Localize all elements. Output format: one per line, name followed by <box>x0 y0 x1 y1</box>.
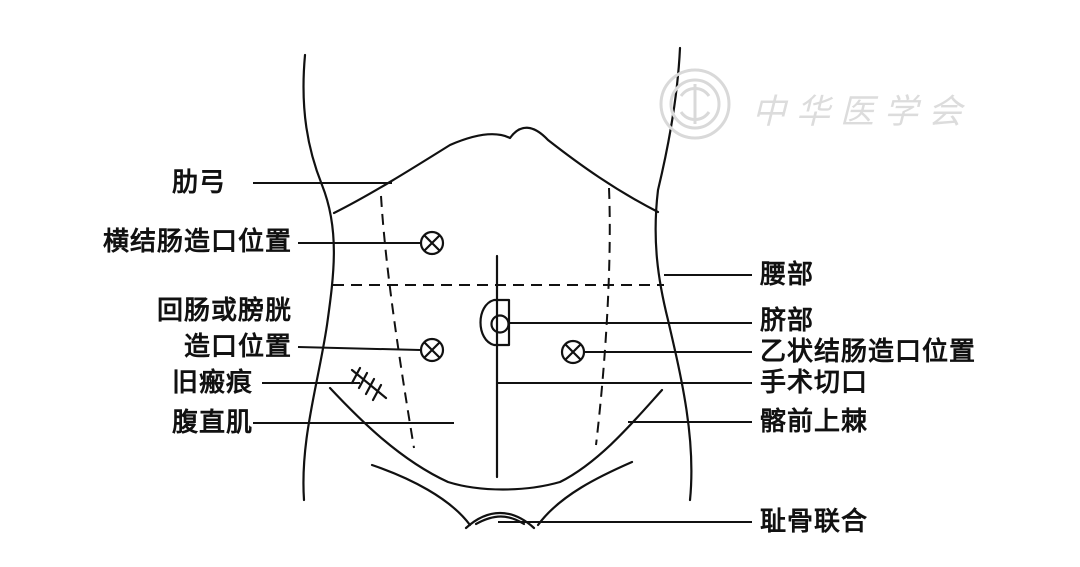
rectus-border-left-dashed <box>380 195 415 449</box>
old-scar-hatches <box>350 366 383 402</box>
watermark-text: 中华医学会 <box>752 92 972 132</box>
label-transverse-colostomy-site: 横结肠造口位置 <box>102 227 292 257</box>
label-costal-arch: 肋弓 <box>172 168 227 198</box>
label-sigmoid-colostomy-site: 乙状结肠造口位置 <box>760 337 977 367</box>
pubic-arc-outer <box>464 511 536 530</box>
label-anterior-superior-iliac-spine: 髂前上棘 <box>760 407 869 437</box>
label-umbilicus: 脐部 <box>760 306 815 336</box>
leader-ileostomy <box>297 346 421 351</box>
transverse-colostomy-marker-icon <box>419 230 445 256</box>
groin-fold-left <box>370 463 472 527</box>
body-left-outline <box>302 53 335 502</box>
ileostomy-marker-icon <box>419 337 445 363</box>
label-old-scar: 旧瘢痕 <box>172 368 254 398</box>
label-ileostomy-line1: 回肠或膀胱 <box>156 296 292 326</box>
label-ileostomy-line2: 造口位置 <box>183 332 292 362</box>
umbilicus-marker-icon <box>490 314 510 334</box>
watermark-seal-icon <box>659 68 731 140</box>
label-rectus-abdominis: 腹直肌 <box>172 408 254 438</box>
groin-fold-right <box>536 460 634 527</box>
costal-arch-outline <box>332 126 660 215</box>
umbilicus-outline <box>479 298 511 347</box>
sigmoid-colostomy-marker-icon <box>560 339 586 365</box>
rectus-border-right-dashed <box>595 187 611 446</box>
label-surgical-incision: 手术切口 <box>760 368 869 398</box>
label-pubic-symphysis: 耻骨联合 <box>760 507 869 537</box>
label-waist: 腰部 <box>760 260 815 290</box>
pelvic-outline <box>328 386 664 491</box>
